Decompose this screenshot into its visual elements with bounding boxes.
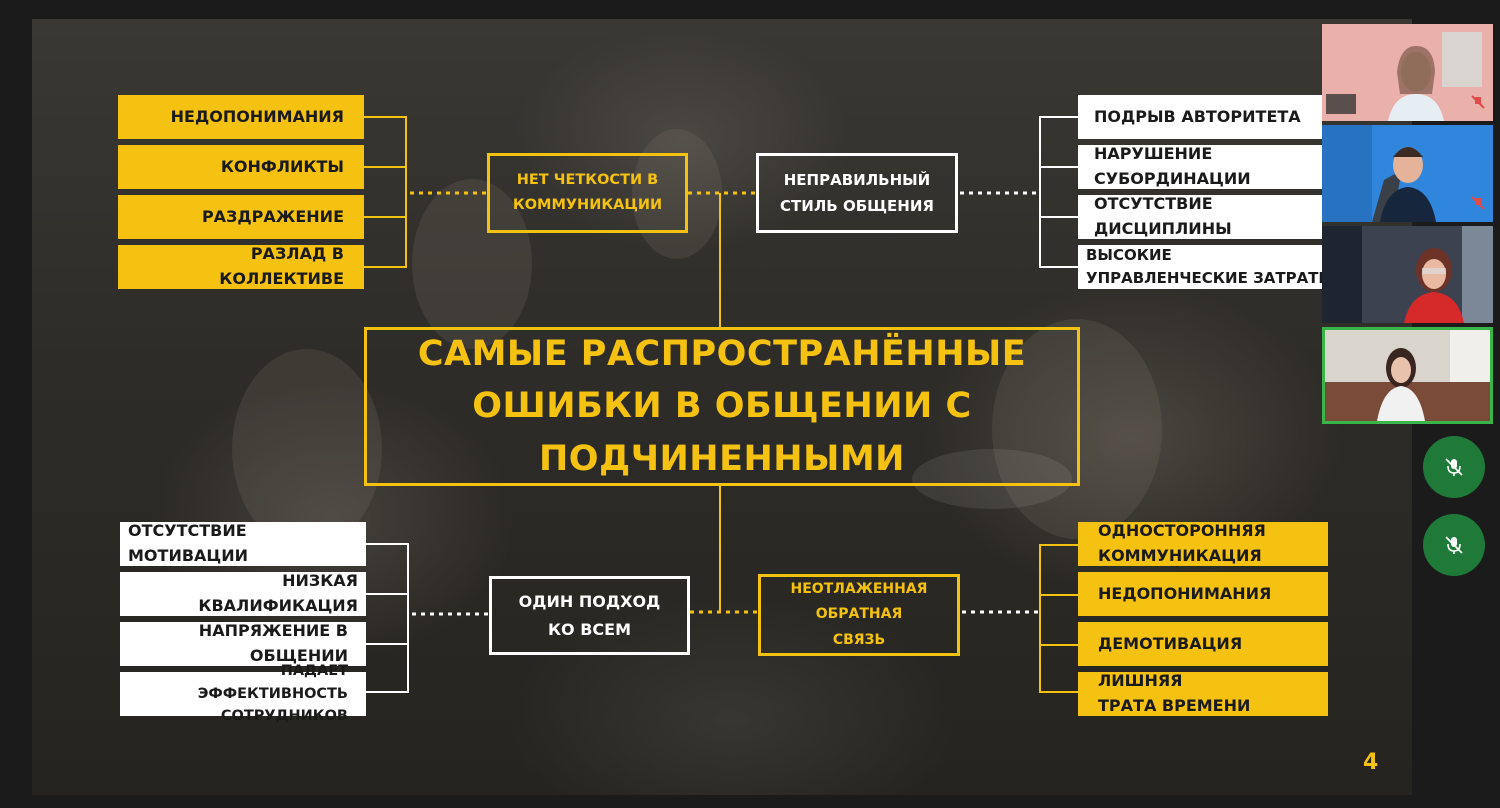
mic-off-icon xyxy=(1445,536,1463,554)
participant-avatar xyxy=(1322,24,1493,121)
top-left-item: РАЗЛАД В КОЛЛЕКТИВЕ xyxy=(118,244,364,289)
top-right-item: ПОДРЫВ АВТОРИТЕТА xyxy=(1078,95,1322,139)
muted-mic-icon xyxy=(1471,94,1485,109)
participant-avatar xyxy=(1322,226,1493,323)
participant-tile[interactable] xyxy=(1322,125,1493,222)
participant-tile[interactable] xyxy=(1322,226,1493,323)
bottom-left-item: ОТСУТСТВИЕ МОТИВАЦИИ xyxy=(120,521,366,566)
mic-toggle-button[interactable] xyxy=(1423,514,1485,576)
participant-avatar xyxy=(1322,125,1493,222)
participant-avatar xyxy=(1325,330,1490,421)
mic-off-icon xyxy=(1445,458,1463,476)
slide-title: САМЫЕ РАСПРОСТРАНЁННЫЕ ОШИБКИ В ОБЩЕНИИ … xyxy=(364,327,1080,486)
muted-mic-icon xyxy=(1471,195,1485,210)
mic-toggle-button[interactable] xyxy=(1423,436,1485,498)
participant-tile-active[interactable] xyxy=(1322,327,1493,424)
bottom-right-item: ДЕМОТИВАЦИЯ xyxy=(1078,622,1328,666)
top-left-item: НЕДОПОНИМАНИЯ xyxy=(118,95,364,139)
top-left-item: КОНФЛИКТЫ xyxy=(118,145,364,189)
bottom-right-item: НЕДОПОНИМАНИЯ xyxy=(1078,572,1328,616)
top-left-item: РАЗДРАЖЕНИЕ xyxy=(118,195,364,239)
participant-tile[interactable] xyxy=(1322,24,1493,121)
page-number: 4 xyxy=(1363,750,1379,775)
